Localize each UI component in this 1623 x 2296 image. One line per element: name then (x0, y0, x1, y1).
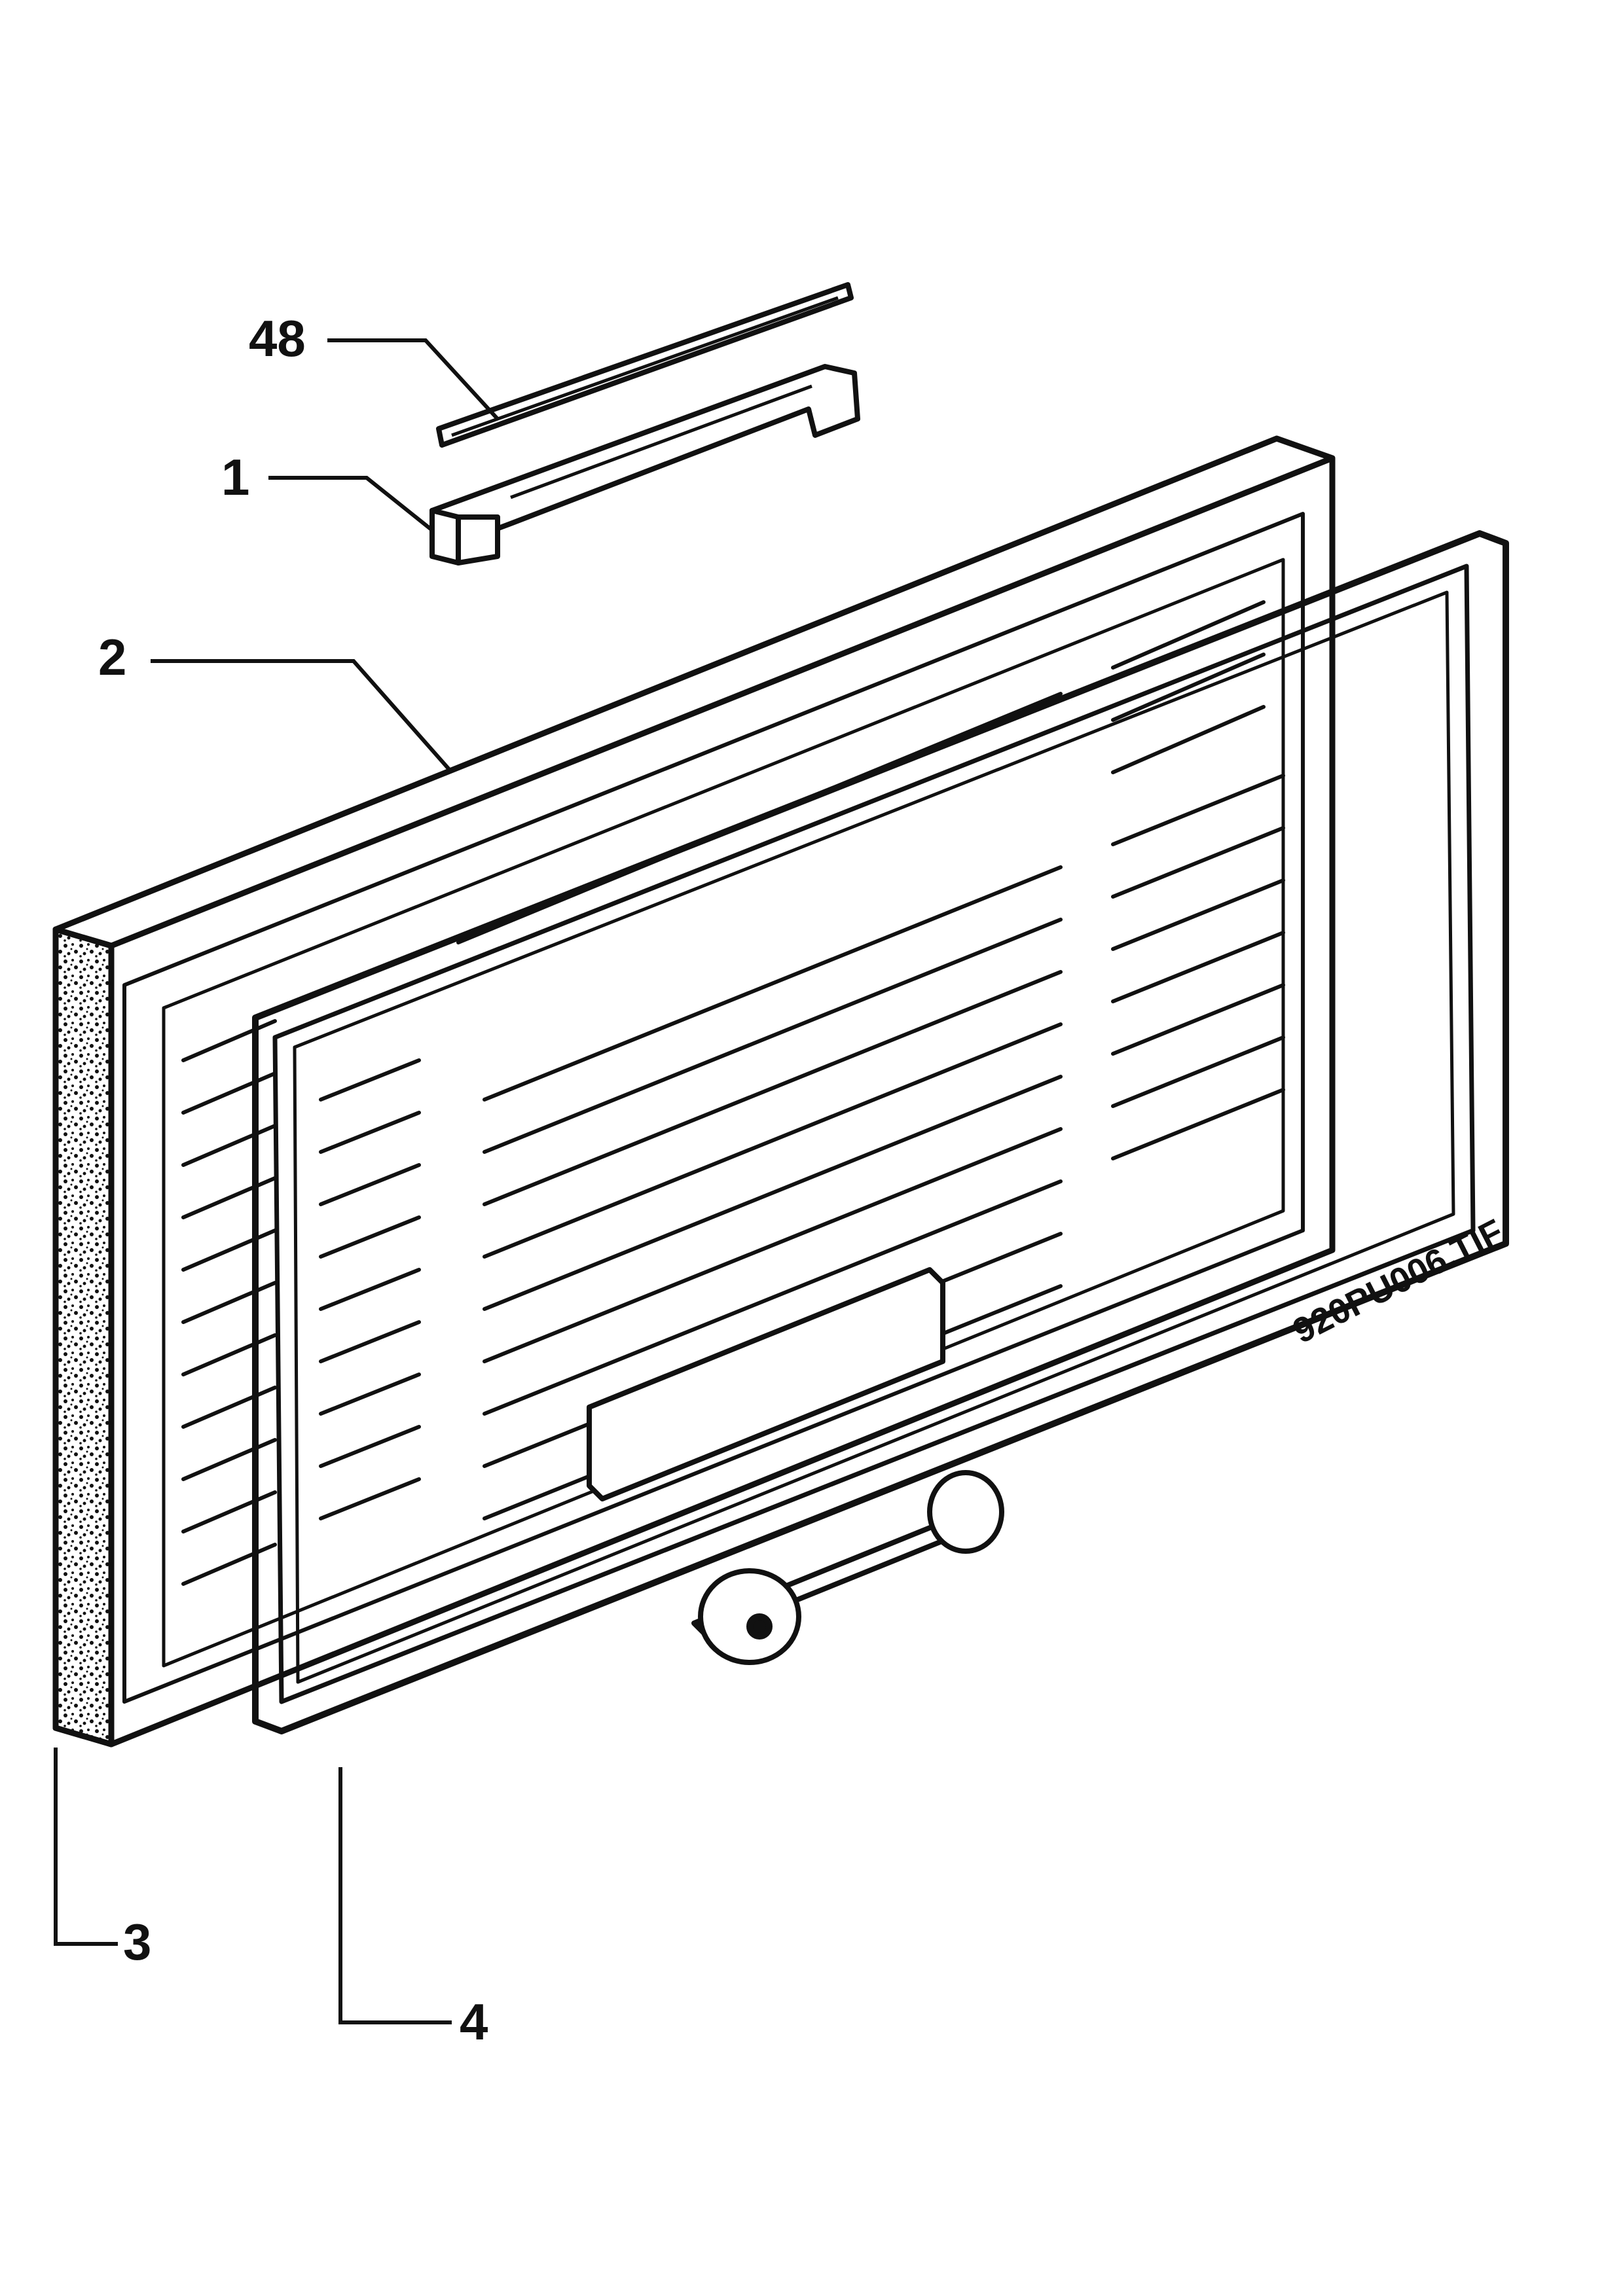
trim-strip-part (436, 282, 854, 448)
door-gasket-part (252, 530, 1509, 1734)
handle-part (429, 364, 860, 565)
leader-lines (54, 338, 500, 2024)
callout-48-label: 48 (249, 310, 306, 367)
callout-4-label: 4 (460, 1993, 488, 2051)
callout-3-label: 3 (123, 1913, 152, 1971)
door-panel-part (52, 435, 1336, 1748)
callout-2-label: 2 (98, 628, 127, 686)
callout-1-label: 1 (221, 448, 250, 506)
